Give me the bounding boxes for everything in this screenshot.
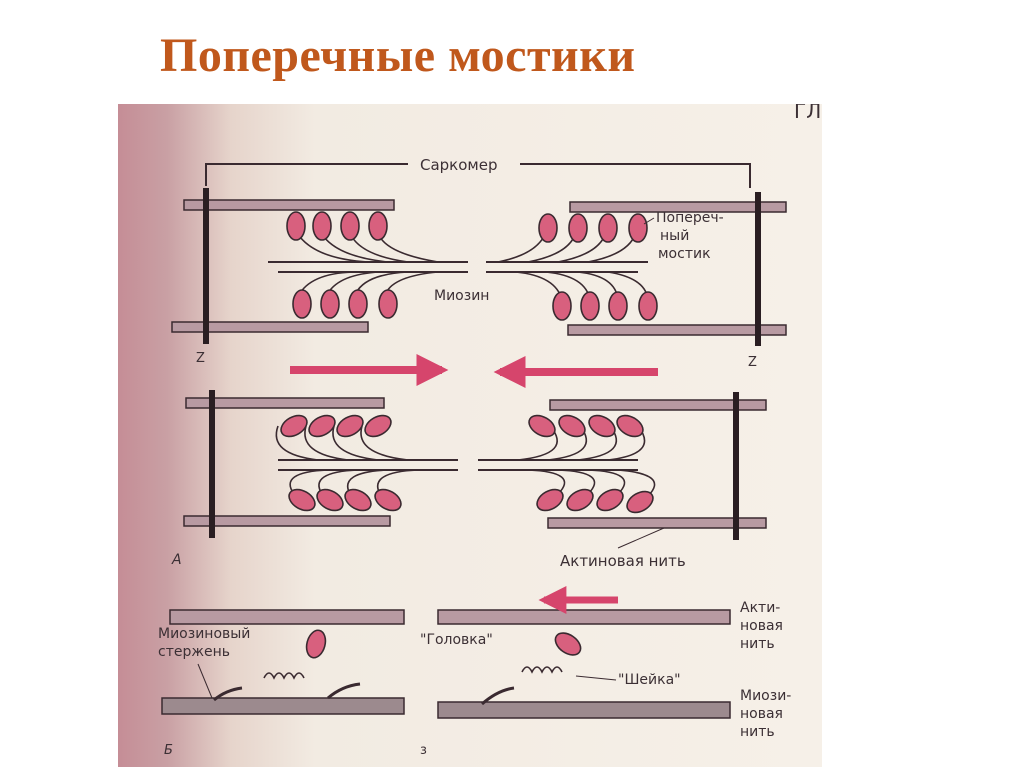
- myosin-right-label-1: Миози-: [740, 688, 791, 704]
- sarcomere-bracket-left: [205, 163, 408, 186]
- crossbridge-label-1: Попереч-: [656, 210, 724, 226]
- panel-b: Миозиновый стержень Б: [158, 609, 405, 758]
- myosin-right-label-3: нить: [740, 724, 775, 740]
- crossbridge-label-2: ный: [660, 228, 689, 244]
- diagram-svg: ГЛ Саркомер Z Z: [118, 99, 822, 767]
- myosin-right-label-2: новая: [740, 706, 783, 722]
- actin-filament: [169, 609, 405, 625]
- actin-filament: [567, 324, 787, 336]
- panel-b-label: Б: [164, 743, 173, 758]
- page-title: Поперечные мостики: [160, 29, 636, 82]
- actin-filament: [183, 199, 395, 211]
- actin-filament: [547, 517, 767, 529]
- actin-filament: [183, 515, 391, 527]
- crossbridge-label-3: мостик: [658, 246, 711, 262]
- actin-right-label-1: Акти-: [740, 600, 780, 616]
- actin-right-label-3: нить: [740, 636, 775, 652]
- myosin-label: Миозин: [434, 288, 489, 304]
- actin-filament: [549, 399, 767, 411]
- actin-filament: [569, 201, 787, 213]
- head-label: "Головка": [420, 632, 493, 648]
- actin-filament: [185, 397, 385, 409]
- actin-filament-label: Актиновая нить: [560, 552, 686, 570]
- crossbridge-diagram: ГЛ Саркомер Z Z: [118, 99, 822, 767]
- sarcomere-bracket-right: [520, 163, 751, 188]
- myosin-filament: [437, 701, 731, 719]
- myosin-rod-label-1: Миозиновый: [158, 626, 250, 642]
- sarcomere-label: Саркомер: [420, 156, 498, 174]
- myosin-filament: [161, 697, 405, 715]
- myosin-rod-label-2: стержень: [158, 644, 230, 660]
- actin-right-label-2: новая: [740, 618, 783, 634]
- corner-fragment: ГЛ: [794, 104, 821, 123]
- sarcomere-relaxed: Саркомер Z Z: [171, 156, 787, 370]
- z-label-right: Z: [748, 355, 757, 370]
- actin-filament: [171, 321, 369, 333]
- scan-background: [118, 104, 822, 767]
- actin-filament: [437, 609, 731, 625]
- panel-c-label: з: [420, 743, 427, 758]
- z-label-left: Z: [196, 351, 205, 366]
- panel-a-label: А: [171, 552, 182, 568]
- neck-label: "Шейка": [618, 672, 681, 688]
- sarcomere-contracted: А Актиновая нить: [171, 390, 767, 570]
- panel-c: "Головка" "Шейка" з Акти- новая нить Мио…: [420, 586, 791, 758]
